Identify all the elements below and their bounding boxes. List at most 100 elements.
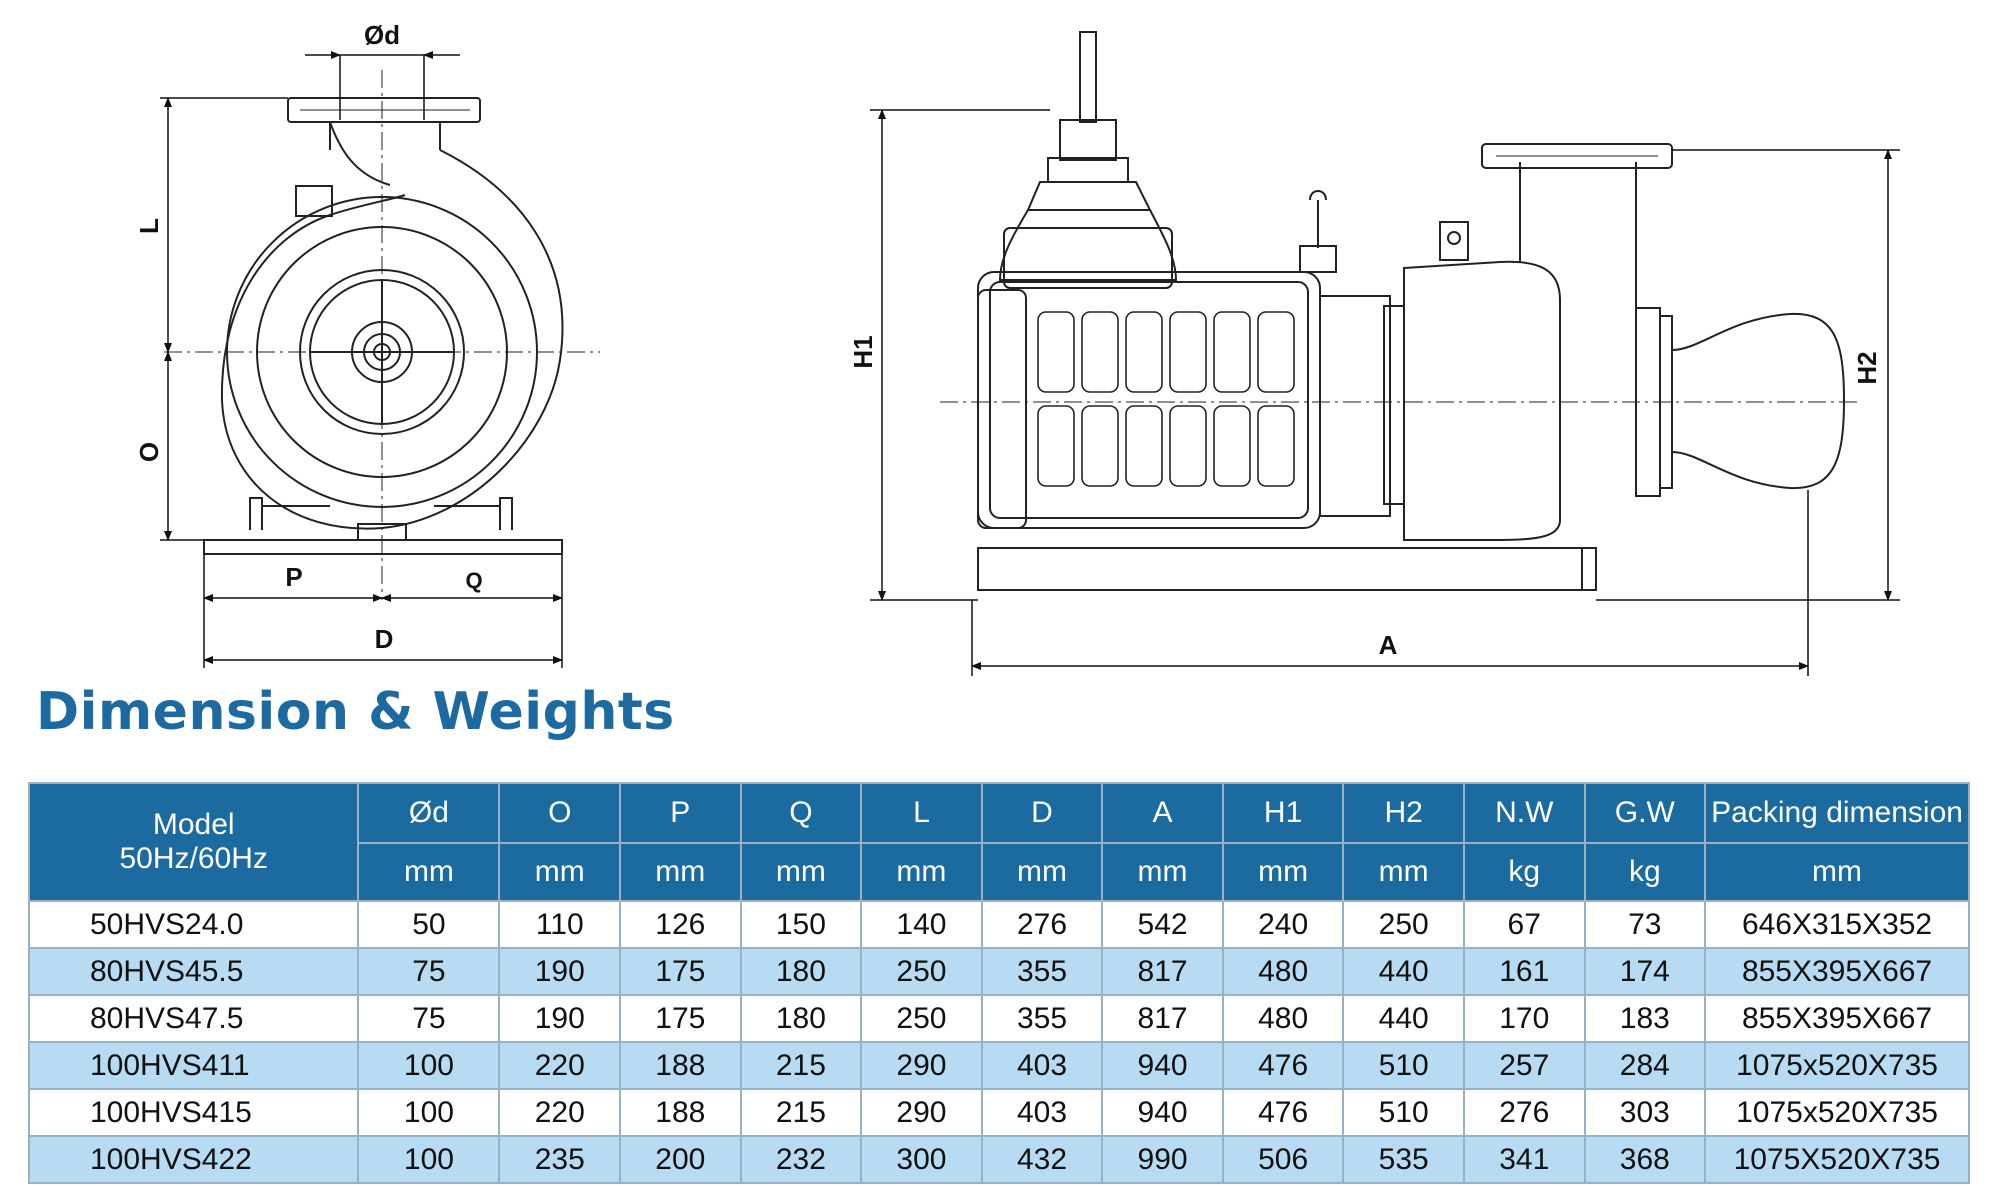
dim-label-D: D	[375, 624, 394, 654]
table-cell: 403	[980, 1041, 1104, 1090]
table-cell: 940	[1101, 1041, 1224, 1090]
model-cell: 80HVS47.5	[27, 994, 360, 1043]
column-header: H2	[1342, 782, 1465, 844]
table-cell: 180	[739, 947, 863, 996]
table-header: Model 50Hz/60Hz Ød O P Q L D A H1 H2 N.W…	[27, 782, 1970, 902]
unit-header: mm	[357, 842, 501, 902]
table-cell: 220	[498, 1041, 622, 1090]
unit-header: mm	[1221, 842, 1345, 902]
table-cell: 75	[357, 947, 501, 996]
dim-label-Q: Q	[465, 568, 482, 593]
table-cell: 200	[619, 1135, 742, 1184]
section-title: Dimension & Weights	[36, 682, 675, 742]
table-cell: 215	[739, 1088, 863, 1137]
table-cell: 190	[498, 994, 622, 1043]
table-cell: 290	[860, 1088, 983, 1137]
table-cell: 75	[357, 994, 501, 1043]
unit-header: mm	[1342, 842, 1465, 902]
table-cell: 1075x520X735	[1704, 1041, 1970, 1090]
table-cell: 355	[980, 994, 1104, 1043]
dim-label-A: A	[1379, 630, 1398, 660]
table-cell: 276	[980, 900, 1104, 949]
table-cell: 480	[1221, 994, 1345, 1043]
column-header: D	[980, 782, 1104, 844]
table-cell: 432	[980, 1135, 1104, 1184]
table-cell: 183	[1583, 994, 1707, 1043]
unit-header: mm	[980, 842, 1104, 902]
table-cell: 542	[1101, 900, 1224, 949]
column-header: Q	[739, 782, 863, 844]
unit-header: mm	[1101, 842, 1224, 902]
column-header: L	[860, 782, 983, 844]
model-header: Model 50Hz/60Hz	[27, 782, 360, 902]
table-cell: 250	[860, 994, 983, 1043]
table-cell: 240	[1221, 900, 1345, 949]
table-cell: 440	[1342, 994, 1465, 1043]
table-cell: 235	[498, 1135, 622, 1184]
dim-label-H1: H1	[848, 335, 878, 368]
table-cell: 150	[739, 900, 863, 949]
table-cell: 855X395X667	[1704, 994, 1970, 1043]
unit-header: mm	[498, 842, 622, 902]
dim-label-bore: Ød	[364, 20, 400, 50]
column-header: P	[619, 782, 742, 844]
table-cell: 180	[739, 994, 863, 1043]
unit-header: mm	[1704, 842, 1970, 902]
table-cell: 817	[1101, 994, 1224, 1043]
table-cell: 1075x520X735	[1704, 1088, 1970, 1137]
technical-drawing: Ød L O P Q D	[134, 20, 1900, 676]
table-cell: 303	[1583, 1088, 1707, 1137]
column-header: N.W	[1462, 782, 1586, 844]
table-cell: 646X315X352	[1704, 900, 1970, 949]
model-cell: 100HVS411	[27, 1041, 360, 1090]
unit-header: kg	[1583, 842, 1707, 902]
table-cell: 476	[1221, 1088, 1345, 1137]
table-cell: 855X395X667	[1704, 947, 1970, 996]
table-cell: 535	[1342, 1135, 1465, 1184]
dim-label-H2: H2	[1852, 351, 1882, 384]
table-cell: 368	[1583, 1135, 1707, 1184]
table-cell: 355	[980, 947, 1104, 996]
dim-label-P: P	[285, 562, 302, 592]
dim-label-L: L	[134, 218, 164, 234]
unit-header: mm	[739, 842, 863, 902]
table-cell: 100	[357, 1041, 501, 1090]
table-cell: 175	[619, 994, 742, 1043]
table-cell: 990	[1101, 1135, 1224, 1184]
model-header-label: Model	[152, 808, 235, 841]
table-cell: 174	[1583, 947, 1707, 996]
column-header: H1	[1221, 782, 1345, 844]
table-cell: 215	[739, 1041, 863, 1090]
side-view	[940, 31, 1860, 591]
table-cell: 67	[1462, 900, 1586, 949]
table-cell: 188	[619, 1041, 742, 1090]
column-header: Packing dimension	[1704, 782, 1970, 844]
front-view	[164, 70, 600, 600]
table-cell: 126	[619, 900, 742, 949]
table-cell: 284	[1583, 1041, 1707, 1090]
side-view-dimensions	[870, 109, 1900, 676]
unit-header: mm	[619, 842, 742, 902]
table-cell: 510	[1342, 1041, 1465, 1090]
table-cell: 161	[1462, 947, 1586, 996]
table-cell: 100	[357, 1135, 501, 1184]
table-cell: 341	[1462, 1135, 1586, 1184]
table-cell: 510	[1342, 1088, 1465, 1137]
table-cell: 480	[1221, 947, 1345, 996]
table-cell: 232	[739, 1135, 863, 1184]
table-cell: 506	[1221, 1135, 1345, 1184]
column-header: Ød	[357, 782, 501, 844]
table-cell: 257	[1462, 1041, 1586, 1090]
table-cell: 50	[357, 900, 501, 949]
table-cell: 100	[357, 1088, 501, 1137]
table-cell: 170	[1462, 994, 1586, 1043]
table-cell: 140	[860, 900, 983, 949]
table-cell: 188	[619, 1088, 742, 1137]
unit-header: mm	[860, 842, 983, 902]
